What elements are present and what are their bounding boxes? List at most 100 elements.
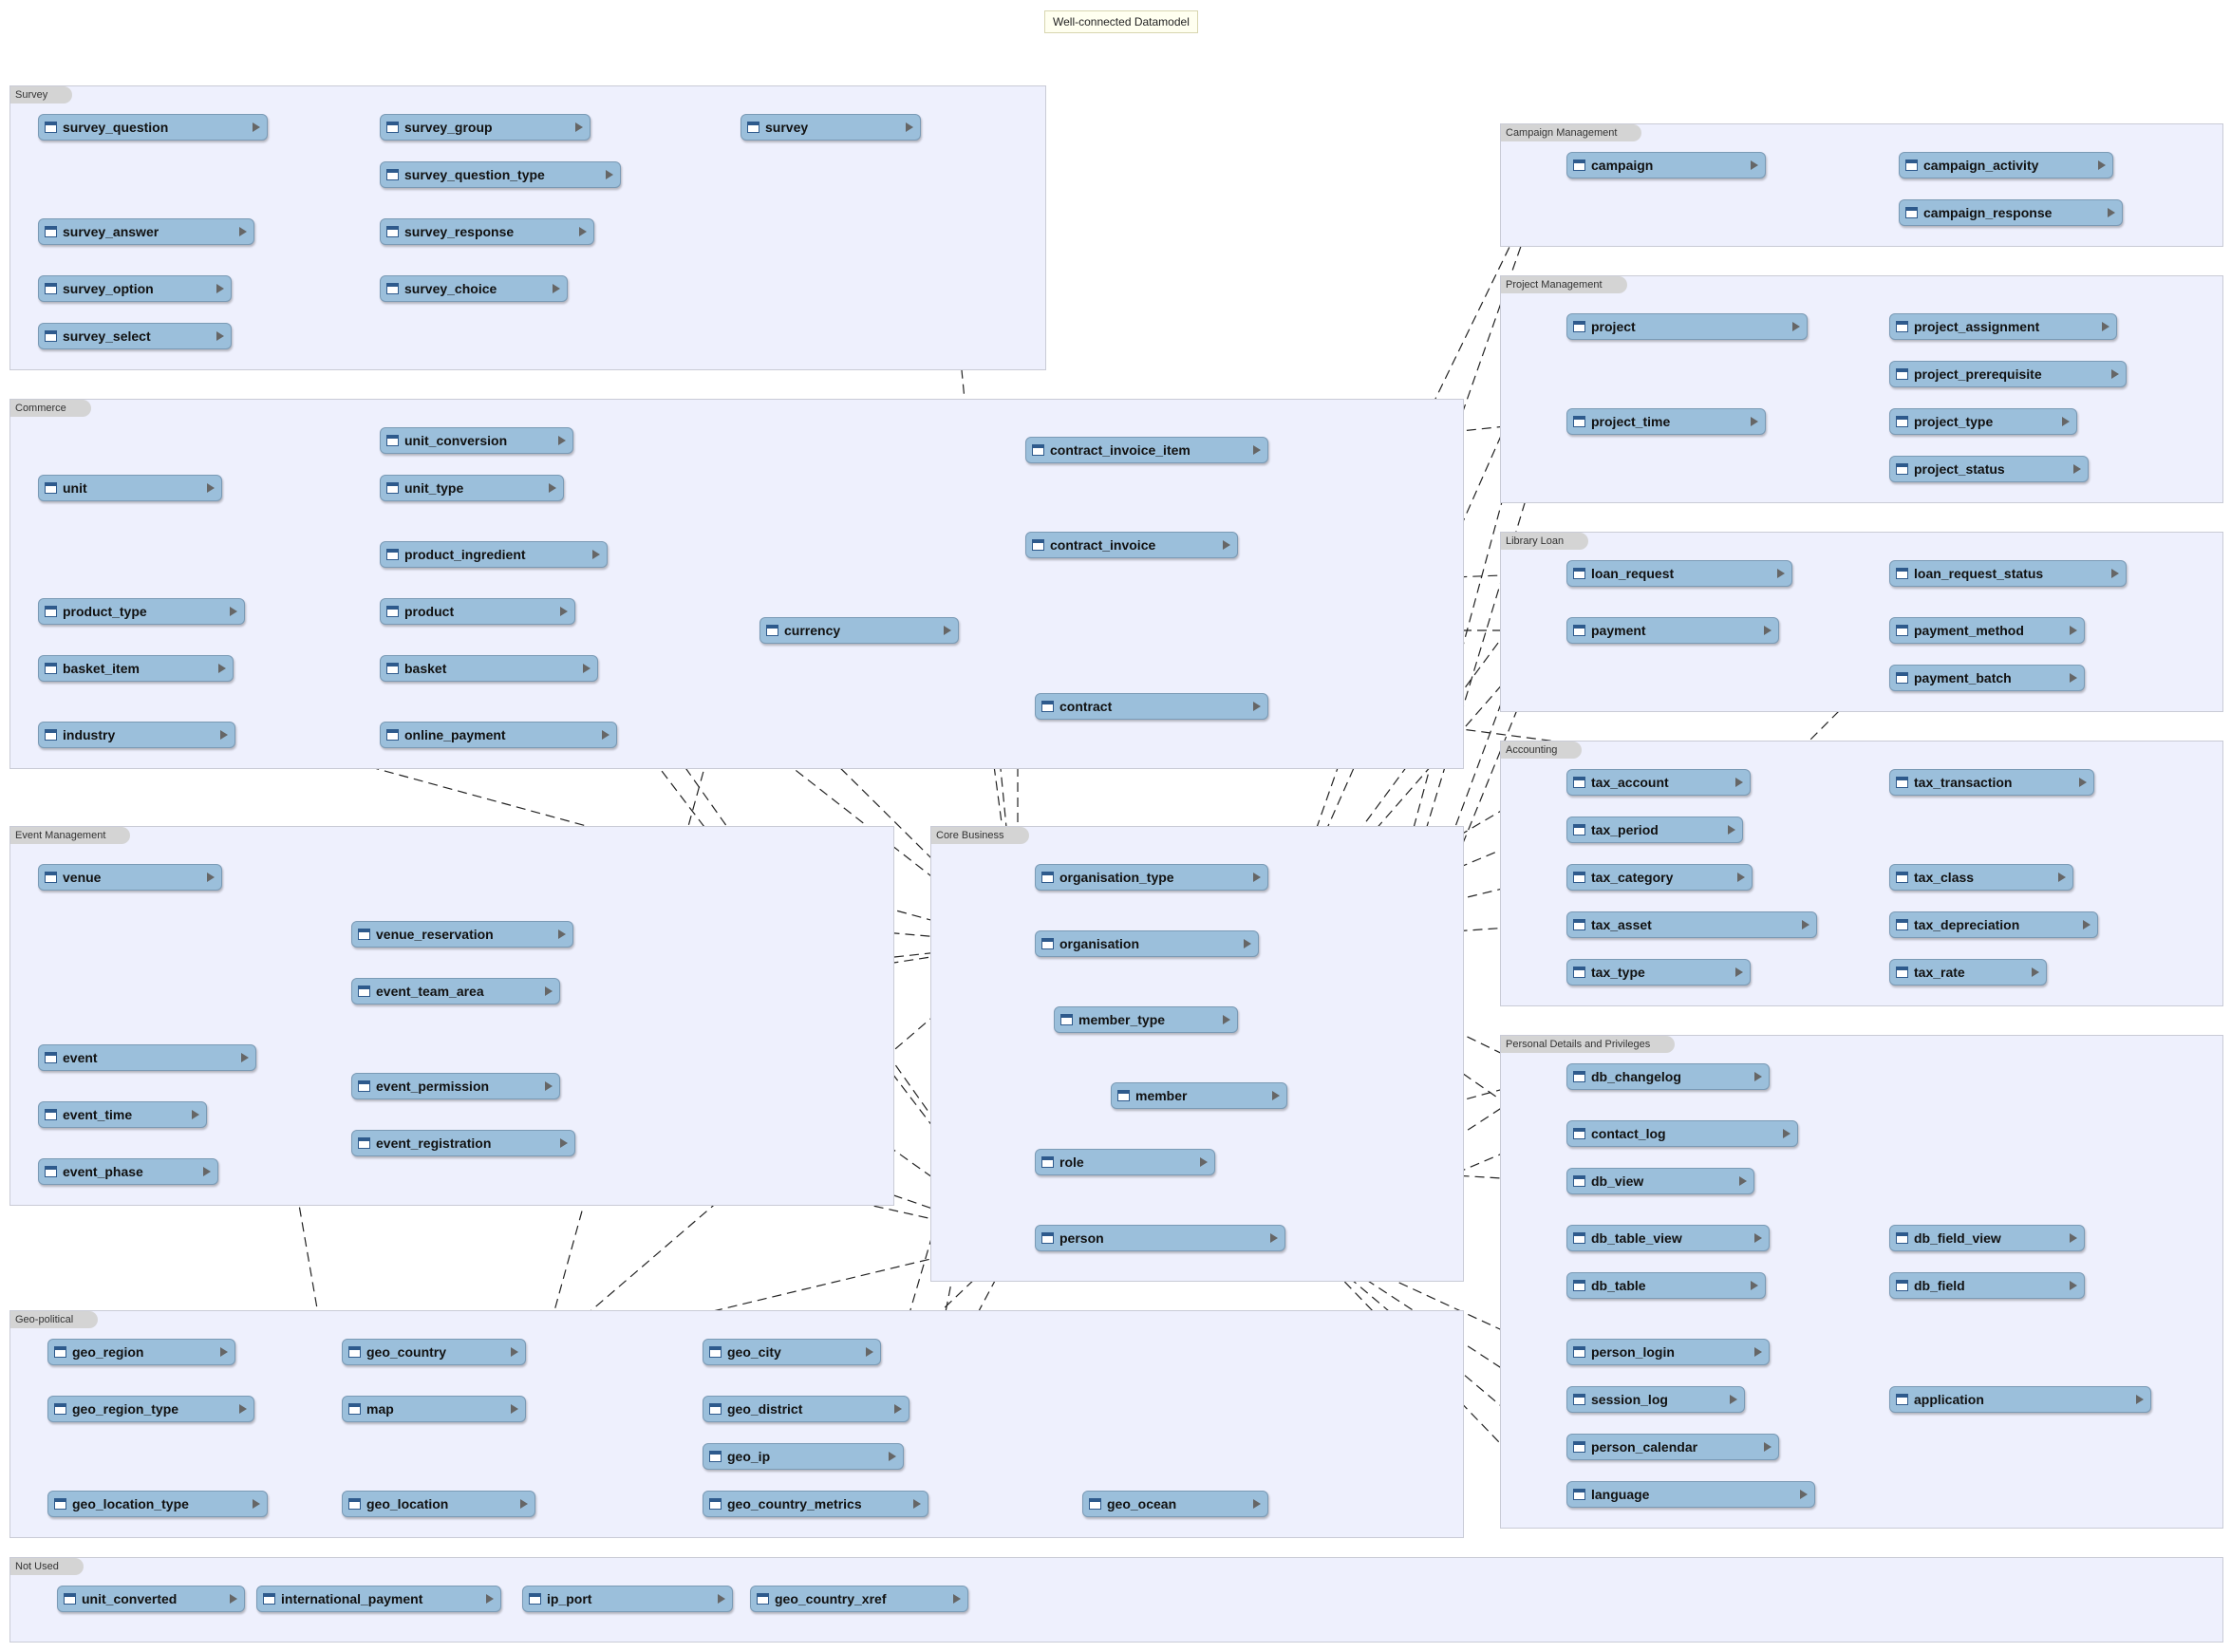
entity-payment[interactable]: payment [1566,617,1779,644]
entity-project[interactable]: project [1566,313,1808,340]
entity-contract[interactable]: contract [1035,693,1268,720]
entity-basket_item[interactable]: basket_item [38,655,234,682]
expand-arrow-icon[interactable] [239,1404,247,1414]
expand-arrow-icon[interactable] [1764,626,1772,635]
expand-arrow-icon[interactable] [218,664,226,673]
expand-arrow-icon[interactable] [511,1347,518,1357]
expand-arrow-icon[interactable] [944,626,951,635]
expand-arrow-icon[interactable] [553,284,560,293]
entity-contact_log[interactable]: contact_log [1566,1120,1798,1147]
expand-arrow-icon[interactable] [1728,825,1735,835]
entity-survey[interactable]: survey [741,114,921,141]
entity-geo_country[interactable]: geo_country [342,1339,526,1365]
expand-arrow-icon[interactable] [1223,1015,1230,1024]
entity-online_payment[interactable]: online_payment [380,722,617,748]
expand-arrow-icon[interactable] [545,986,553,996]
entity-unit_converted[interactable]: unit_converted [57,1586,245,1612]
entity-geo_ip[interactable]: geo_ip [703,1443,904,1470]
entity-unit[interactable]: unit [38,475,222,501]
expand-arrow-icon[interactable] [2079,778,2087,787]
entity-member[interactable]: member [1111,1082,1287,1109]
entity-product_type[interactable]: product_type [38,598,245,625]
entity-tax_transaction[interactable]: tax_transaction [1889,769,2094,796]
entity-payment_method[interactable]: payment_method [1889,617,2085,644]
entity-db_table_view[interactable]: db_table_view [1566,1225,1770,1251]
expand-arrow-icon[interactable] [1270,1233,1278,1243]
entity-tax_depreciation[interactable]: tax_depreciation [1889,911,2098,938]
expand-arrow-icon[interactable] [560,607,568,616]
entity-event_time[interactable]: event_time [38,1101,207,1128]
entity-db_view[interactable]: db_view [1566,1168,1754,1194]
entity-map[interactable]: map [342,1396,526,1422]
expand-arrow-icon[interactable] [1754,1233,1762,1243]
entity-international_payment[interactable]: international_payment [256,1586,501,1612]
entity-project_prerequisite[interactable]: project_prerequisite [1889,361,2127,387]
expand-arrow-icon[interactable] [2070,1233,2077,1243]
expand-arrow-icon[interactable] [2058,873,2066,882]
entity-survey_question_type[interactable]: survey_question_type [380,161,621,188]
expand-arrow-icon[interactable] [1783,1129,1790,1138]
entity-language[interactable]: language [1566,1481,1815,1508]
expand-arrow-icon[interactable] [866,1347,873,1357]
entity-organisation_type[interactable]: organisation_type [1035,864,1268,891]
entity-geo_ocean[interactable]: geo_ocean [1082,1491,1268,1517]
expand-arrow-icon[interactable] [1200,1157,1208,1167]
entity-payment_batch[interactable]: payment_batch [1889,665,2085,691]
entity-contract_invoice_item[interactable]: contract_invoice_item [1025,437,1268,463]
entity-product[interactable]: product [380,598,575,625]
expand-arrow-icon[interactable] [1253,702,1261,711]
expand-arrow-icon[interactable] [2102,322,2109,331]
expand-arrow-icon[interactable] [579,227,587,236]
entity-event_permission[interactable]: event_permission [351,1073,560,1099]
expand-arrow-icon[interactable] [2136,1395,2144,1404]
entity-role[interactable]: role [1035,1149,1215,1175]
entity-session_log[interactable]: session_log [1566,1386,1745,1413]
expand-arrow-icon[interactable] [1754,1347,1762,1357]
expand-arrow-icon[interactable] [1730,1395,1737,1404]
expand-arrow-icon[interactable] [2083,920,2090,929]
expand-arrow-icon[interactable] [241,1053,249,1062]
entity-unit_type[interactable]: unit_type [380,475,564,501]
expand-arrow-icon[interactable] [253,1499,260,1509]
entity-geo_region_type[interactable]: geo_region_type [47,1396,254,1422]
entity-survey_group[interactable]: survey_group [380,114,591,141]
expand-arrow-icon[interactable] [207,483,215,493]
entity-industry[interactable]: industry [38,722,235,748]
entity-project_type[interactable]: project_type [1889,408,2077,435]
entity-db_field[interactable]: db_field [1889,1272,2085,1299]
entity-person_login[interactable]: person_login [1566,1339,1770,1365]
entity-geo_city[interactable]: geo_city [703,1339,881,1365]
expand-arrow-icon[interactable] [220,730,228,740]
expand-arrow-icon[interactable] [575,122,583,132]
expand-arrow-icon[interactable] [1253,445,1261,455]
expand-arrow-icon[interactable] [203,1167,211,1176]
entity-person[interactable]: person [1035,1225,1285,1251]
entity-project_status[interactable]: project_status [1889,456,2089,482]
entity-campaign[interactable]: campaign [1566,152,1766,178]
entity-survey_select[interactable]: survey_select [38,323,232,349]
entity-organisation[interactable]: organisation [1035,930,1259,957]
expand-arrow-icon[interactable] [592,550,600,559]
entity-ip_port[interactable]: ip_port [522,1586,733,1612]
entity-geo_country_xref[interactable]: geo_country_xref [750,1586,968,1612]
expand-arrow-icon[interactable] [1737,873,1745,882]
expand-arrow-icon[interactable] [1223,540,1230,550]
entity-person_calendar[interactable]: person_calendar [1566,1434,1779,1460]
entity-event[interactable]: event [38,1044,256,1071]
entity-event_registration[interactable]: event_registration [351,1130,575,1156]
entity-event_phase[interactable]: event_phase [38,1158,218,1185]
expand-arrow-icon[interactable] [1272,1091,1280,1100]
expand-arrow-icon[interactable] [1751,417,1758,426]
entity-tax_rate[interactable]: tax_rate [1889,959,2047,986]
expand-arrow-icon[interactable] [207,873,215,882]
entity-tax_class[interactable]: tax_class [1889,864,2073,891]
entity-campaign_activity[interactable]: campaign_activity [1899,152,2113,178]
entity-db_changelog[interactable]: db_changelog [1566,1063,1770,1090]
entity-db_table[interactable]: db_table [1566,1272,1766,1299]
expand-arrow-icon[interactable] [220,1347,228,1357]
entity-geo_location[interactable]: geo_location [342,1491,535,1517]
entity-venue_reservation[interactable]: venue_reservation [351,921,573,948]
expand-arrow-icon[interactable] [520,1499,528,1509]
expand-arrow-icon[interactable] [583,664,591,673]
expand-arrow-icon[interactable] [1777,569,1785,578]
